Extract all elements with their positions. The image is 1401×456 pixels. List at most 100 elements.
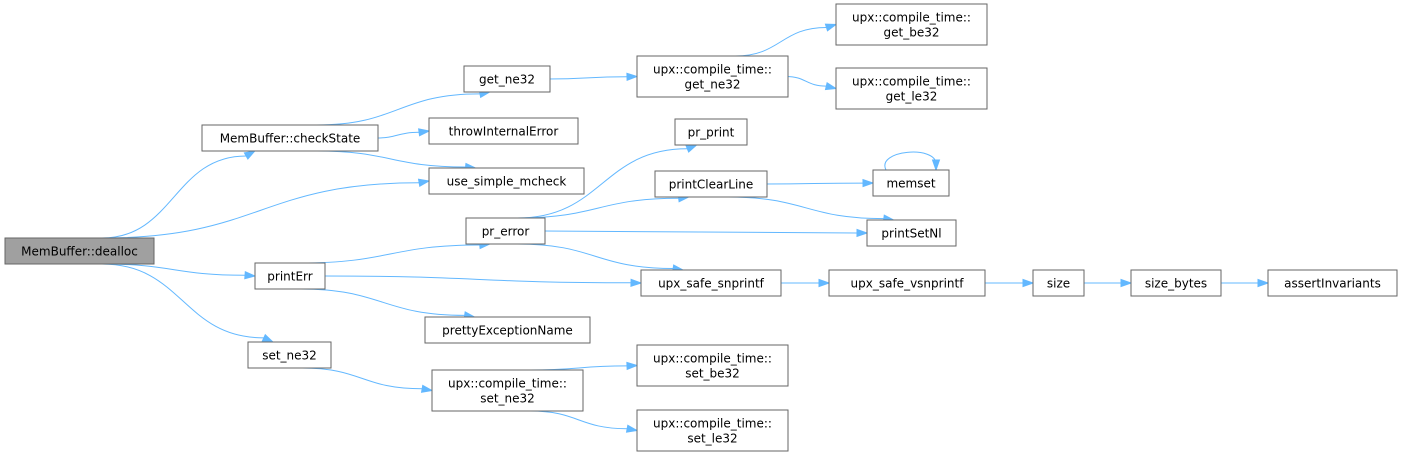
node-printClearLine[interactable]: printClearLine bbox=[654, 170, 768, 198]
node-box bbox=[431, 369, 584, 412]
edge-size_bytes-to-assertInvariants bbox=[1218, 278, 1270, 288]
edge-upx_safe_vsnprintf-to-size bbox=[982, 278, 1035, 288]
node-label: set_ne32 bbox=[480, 392, 535, 406]
node-label: get_ne32 bbox=[479, 73, 535, 87]
edge-memset-to-memset bbox=[884, 151, 941, 172]
node-ct-get-be32[interactable]: upx::compile_time::get_be32 bbox=[835, 3, 988, 46]
node-ct-get-ne32[interactable]: upx::compile_time::get_ne32 bbox=[636, 55, 789, 98]
edge-layer bbox=[101, 23, 1270, 433]
node-box bbox=[424, 316, 591, 344]
node-label: use_simple_mcheck bbox=[447, 175, 567, 189]
node-size[interactable]: size bbox=[1032, 269, 1085, 297]
edge-ct_set_ne32-to-ct_set_le32 bbox=[530, 410, 639, 433]
edge-size-to-size_bytes bbox=[1081, 278, 1133, 288]
edge-dealloc-to-use_simple_mcheck bbox=[101, 178, 431, 239]
node-use-simple-mcheck[interactable]: use_simple_mcheck bbox=[428, 167, 585, 195]
node-box bbox=[465, 217, 546, 245]
node-box bbox=[463, 65, 551, 93]
node-label: upx::compile_time:: bbox=[852, 75, 971, 89]
edge-dealloc-to-checkState bbox=[101, 150, 257, 239]
node-label: pr_error bbox=[482, 225, 530, 239]
node-box bbox=[428, 117, 579, 145]
node-box bbox=[1032, 269, 1085, 297]
node-box bbox=[428, 167, 585, 195]
edge-printClearLine-to-memset bbox=[764, 178, 875, 188]
node-label: prettyExceptionName bbox=[442, 324, 573, 338]
node-label: printSetNl bbox=[881, 227, 941, 241]
edge-upx_safe_snprintf-to-upx_safe_vsnprintf bbox=[778, 278, 831, 288]
node-label: throwInternalError bbox=[449, 125, 559, 139]
node-label: size bbox=[1047, 277, 1070, 291]
node-box bbox=[866, 219, 957, 247]
node-upx-safe-vsnprintf[interactable]: upx_safe_vsnprintf bbox=[828, 269, 986, 297]
node-size-bytes[interactable]: size_bytes bbox=[1130, 269, 1222, 297]
node-prettyExceptionName[interactable]: prettyExceptionName bbox=[424, 316, 591, 344]
node-box bbox=[254, 262, 326, 290]
node-label: size_bytes bbox=[1145, 277, 1207, 291]
node-box bbox=[640, 269, 782, 297]
node-pr-error[interactable]: pr_error bbox=[465, 217, 546, 245]
edge-pr_error-to-printClearLine bbox=[517, 194, 691, 219]
node-box bbox=[636, 344, 789, 387]
node-box bbox=[872, 169, 950, 197]
edge-get_ne32-to-ct_get_ne32 bbox=[547, 72, 639, 81]
node-printErr[interactable]: printErr bbox=[254, 262, 326, 290]
node-box bbox=[828, 269, 986, 297]
node-label: MemBuffer::dealloc bbox=[21, 245, 138, 259]
node-label: printClearLine bbox=[669, 178, 754, 192]
node-box bbox=[636, 409, 789, 452]
node-label: upx::compile_time:: bbox=[653, 63, 772, 77]
edge-printErr-to-upx_safe_snprintf bbox=[322, 275, 643, 287]
edge-printErr-to-prettyExceptionName bbox=[300, 288, 476, 320]
node-dealloc[interactable]: MemBuffer::dealloc bbox=[4, 237, 155, 265]
edge-pr_error-to-printSetNl bbox=[542, 228, 869, 238]
edge-set_ne32-to-ct_set_ne32 bbox=[301, 367, 434, 393]
edge-checkState-to-throwInternalError bbox=[375, 128, 431, 139]
node-label: set_le32 bbox=[687, 432, 737, 446]
node-box bbox=[674, 118, 748, 146]
node-box bbox=[4, 237, 155, 265]
node-label: upx::compile_time:: bbox=[852, 11, 971, 25]
edge-ct_get_ne32-to-ct_get_le32 bbox=[785, 76, 838, 91]
node-assertInvariants[interactable]: assertInvariants bbox=[1267, 269, 1398, 297]
node-checkState[interactable]: MemBuffer::checkState bbox=[201, 124, 379, 152]
node-layer: MemBuffer::deallocMemBuffer::checkStatep… bbox=[4, 3, 1398, 452]
node-label: get_be32 bbox=[884, 26, 940, 40]
node-pr-print[interactable]: pr_print bbox=[674, 118, 748, 146]
edge-pr_error-to-upx_safe_snprintf bbox=[517, 243, 685, 273]
node-get-ne32[interactable]: get_ne32 bbox=[463, 65, 551, 93]
node-label: get_le32 bbox=[886, 90, 938, 104]
node-ct-get-le32[interactable]: upx::compile_time::get_le32 bbox=[835, 67, 988, 110]
node-box bbox=[654, 170, 768, 198]
node-label: set_ne32 bbox=[262, 349, 317, 363]
node-ct-set-ne32[interactable]: upx::compile_time::set_ne32 bbox=[431, 369, 584, 412]
node-memset[interactable]: memset bbox=[872, 169, 950, 197]
edge-printErr-to-pr_error bbox=[300, 240, 492, 264]
node-label: upx::compile_time:: bbox=[653, 417, 772, 431]
node-label: MemBuffer::checkState bbox=[220, 132, 361, 146]
node-label: upx_safe_vsnprintf bbox=[851, 277, 965, 291]
node-label: upx_safe_snprintf bbox=[658, 277, 765, 291]
edge-dealloc-to-set_ne32 bbox=[101, 263, 275, 343]
node-label: printErr bbox=[267, 270, 313, 284]
node-box bbox=[247, 341, 332, 369]
node-upx-safe-snprintf[interactable]: upx_safe_snprintf bbox=[640, 269, 782, 297]
node-box bbox=[835, 67, 988, 110]
node-label: set_be32 bbox=[685, 367, 740, 381]
node-label: memset bbox=[886, 177, 935, 191]
node-label: assertInvariants bbox=[1284, 277, 1381, 291]
node-set-ne32[interactable]: set_ne32 bbox=[247, 341, 332, 369]
node-box bbox=[201, 124, 379, 152]
node-box bbox=[835, 3, 988, 46]
node-throwInternalError[interactable]: throwInternalError bbox=[428, 117, 579, 145]
node-ct-set-be32[interactable]: upx::compile_time::set_be32 bbox=[636, 344, 789, 387]
node-ct-set-le32[interactable]: upx::compile_time::set_le32 bbox=[636, 409, 789, 452]
node-box bbox=[1267, 269, 1398, 297]
node-printSetNl[interactable]: printSetNl bbox=[866, 219, 957, 247]
node-label: pr_print bbox=[688, 126, 735, 140]
node-label: upx::compile_time:: bbox=[448, 377, 567, 391]
node-box bbox=[636, 55, 789, 98]
edge-ct_set_ne32-to-ct_set_be32 bbox=[530, 361, 639, 371]
node-label: get_ne32 bbox=[685, 78, 741, 92]
